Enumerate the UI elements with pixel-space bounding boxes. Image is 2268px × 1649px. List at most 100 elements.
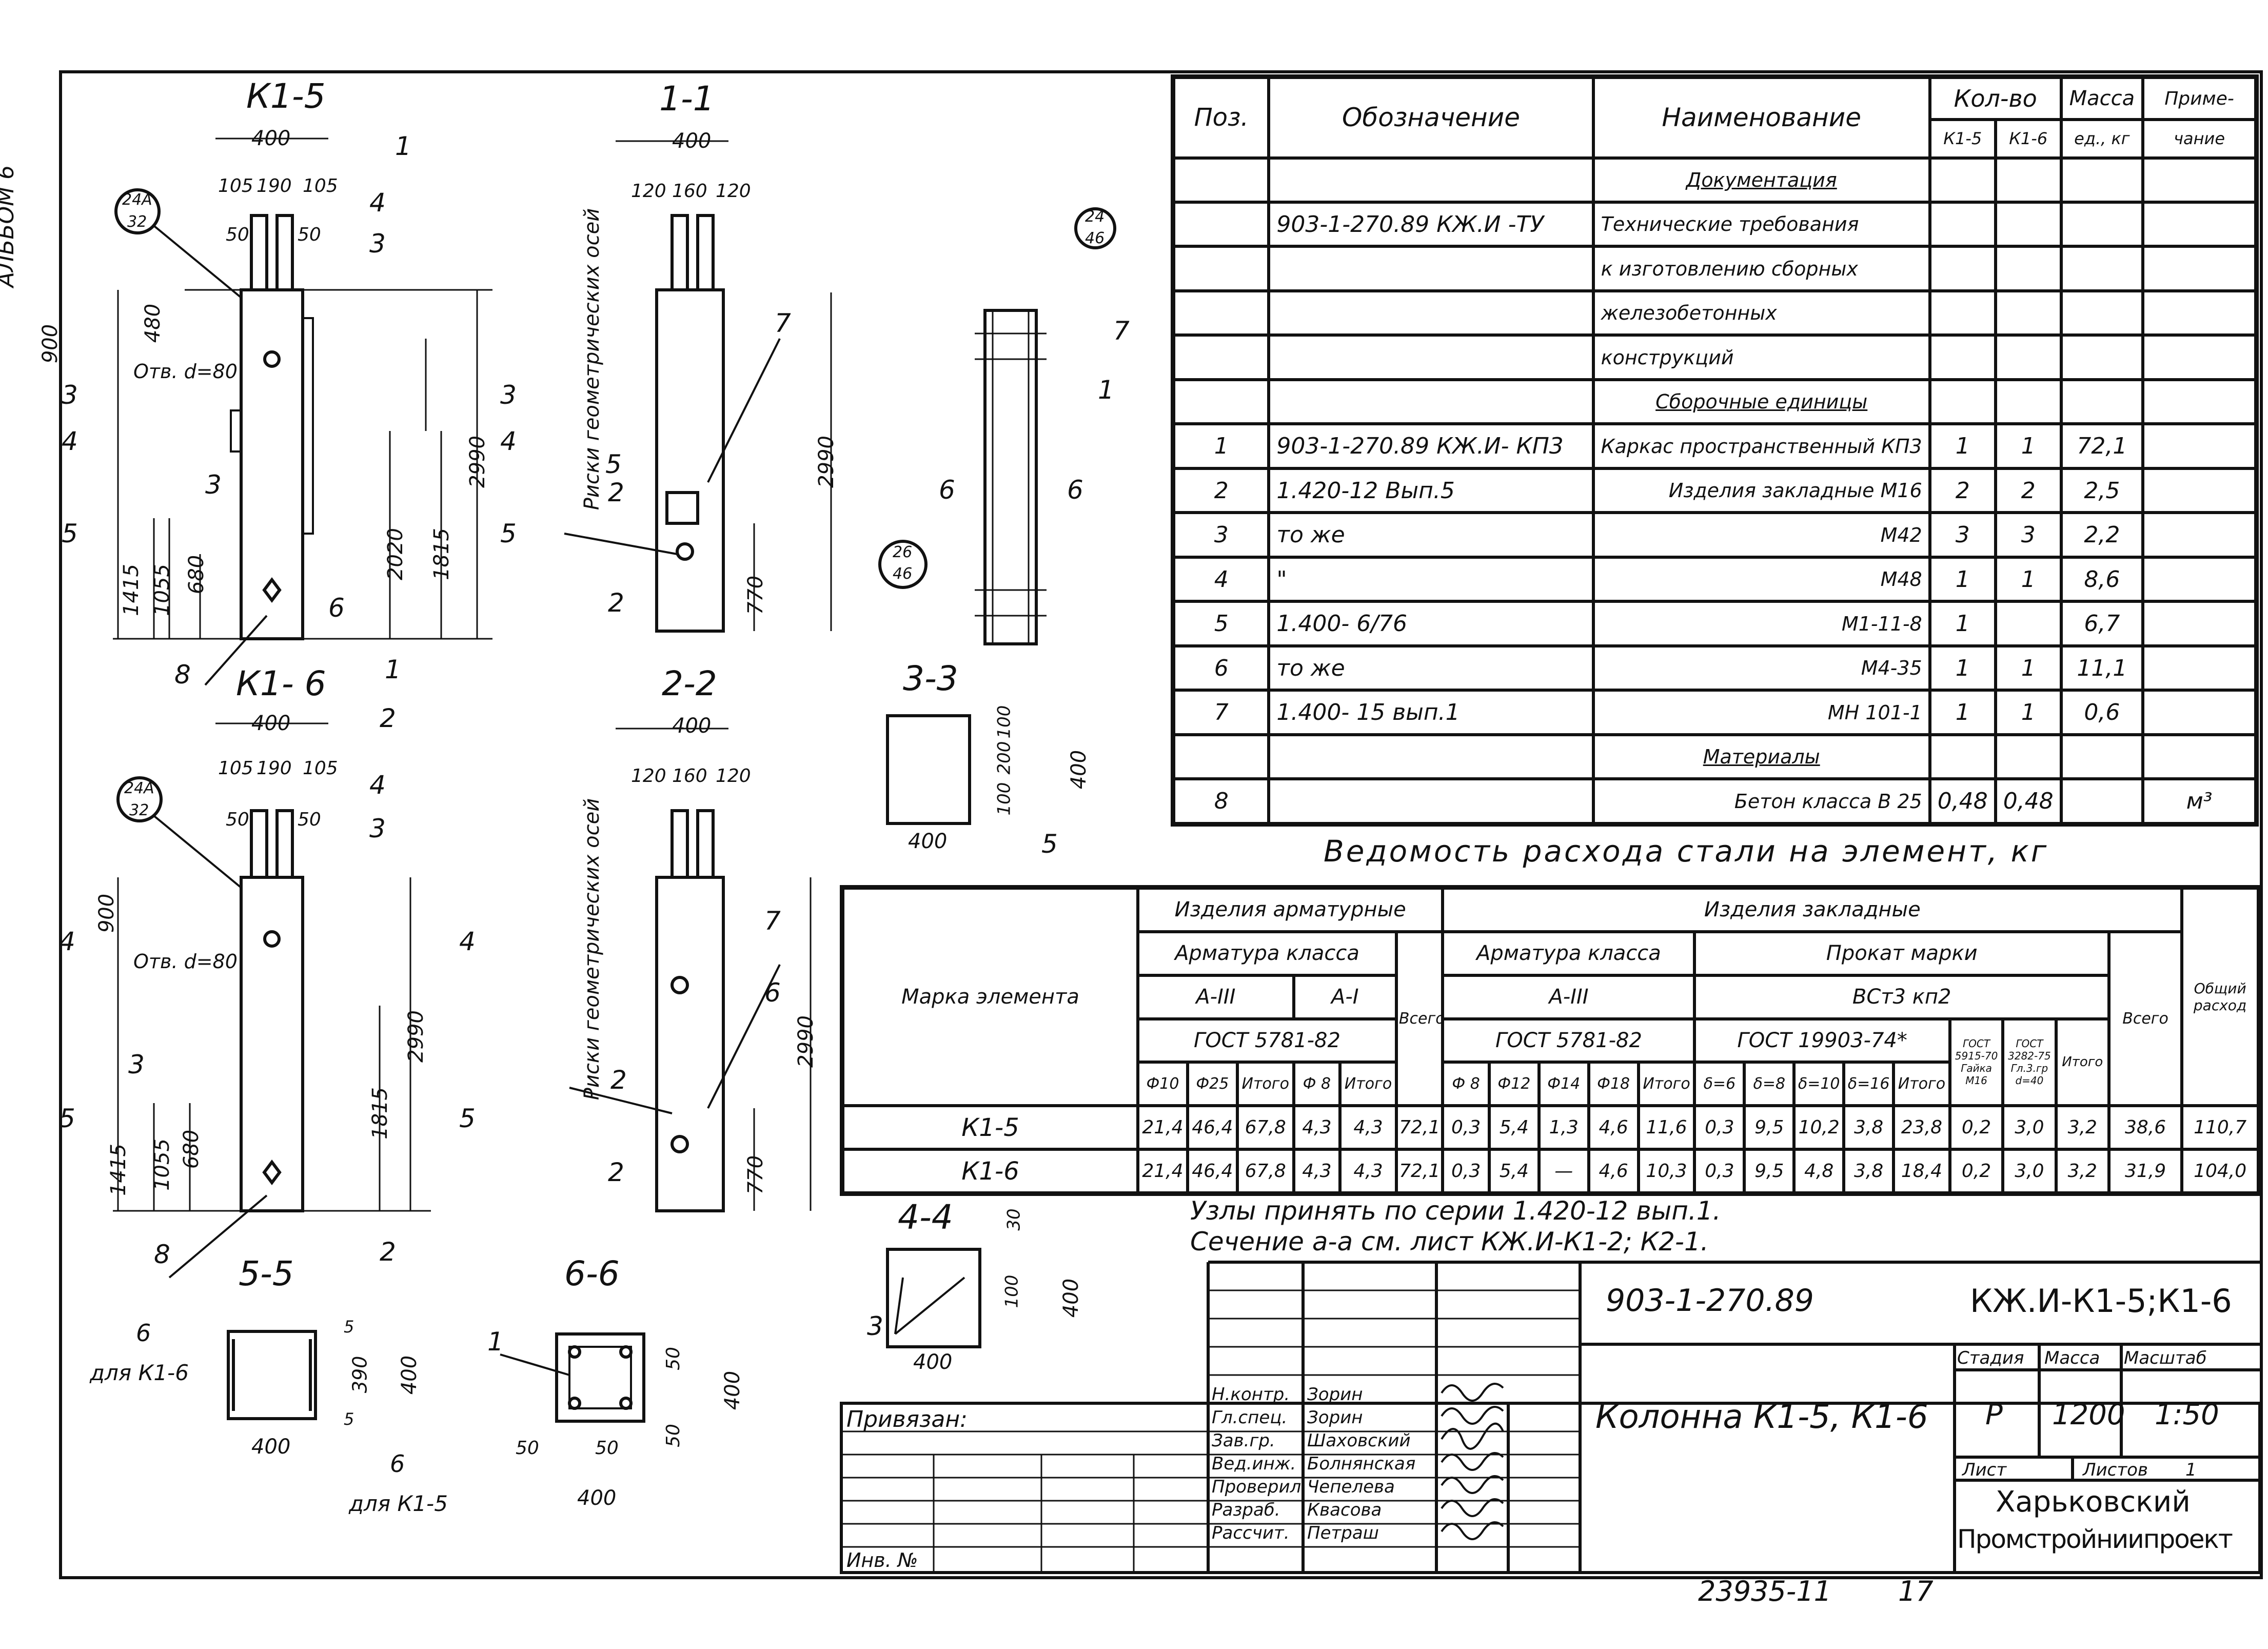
tb-stage-h: Стадия <box>1957 1348 2024 1368</box>
k15-pos-6: 6 <box>328 593 345 623</box>
s22-pos-7: 7 <box>764 906 781 936</box>
steel-h-gost3: ГОСТ 19903-74* <box>1693 1017 1951 1064</box>
spec-cell-des: " <box>1267 555 1595 603</box>
spec-row: Материалы <box>1172 733 2257 781</box>
tb-role: Вед.инж. <box>1212 1454 1296 1474</box>
k15-dim-c: 105 <box>303 175 338 197</box>
s66-dim-b: 50 <box>595 1438 619 1459</box>
spec-cell-a: 2 <box>1928 466 1997 515</box>
spec-cell-pos: 3 <box>1172 511 1271 559</box>
s11-axes-label: Риски геометрических осей <box>580 208 604 511</box>
spec-cell-des <box>1267 289 1595 337</box>
s66-dim-total: 400 <box>721 1370 745 1410</box>
tb-mass: 1200 <box>2052 1398 2125 1431</box>
steel-cell: 0,3 <box>1693 1148 1746 1194</box>
steel-table-frame <box>840 885 2261 1196</box>
steel-col-header: Ф18 <box>1587 1061 1640 1108</box>
s11-dim-width: 400 <box>672 129 712 153</box>
tb-role: Зав.гр. <box>1212 1430 1275 1451</box>
tb-name: Петраш <box>1307 1523 1379 1543</box>
spec-cell-b: 3 <box>1994 511 2063 559</box>
steel-h-arm-class2: Арматура класса <box>1441 930 1697 977</box>
node-callout-k15 <box>114 188 161 234</box>
k15-dim-2990: 2990 <box>465 436 489 488</box>
note-1: Узлы принять по серии 1.420-12 вып.1. <box>1190 1196 1721 1226</box>
k16-dim-a: 105 <box>218 758 253 779</box>
steel-mark: К1-6 <box>841 1148 1139 1194</box>
spec-cell-a: 1 <box>1928 422 1997 470</box>
side-cut-6l: 6 <box>939 475 955 505</box>
k15-elevation <box>113 138 492 640</box>
spec-cell-pos: 1 <box>1172 422 1271 470</box>
steel-col-header: Ф14 <box>1537 1061 1590 1108</box>
sheet-frame <box>59 70 2263 1579</box>
spec-cell-m: 2,5 <box>2059 466 2145 515</box>
tb-project: 903-1-270.89 <box>1606 1283 1814 1319</box>
spec-cell-b: 2 <box>1994 466 2063 515</box>
steel-cell: 3,0 <box>2001 1148 2058 1194</box>
steel-h-arm: Изделия арматурные <box>1136 887 1445 933</box>
s22-pos-2b: 2 <box>608 1157 624 1187</box>
k16-cut-4: 4 <box>59 927 75 956</box>
spec-cell-name: Технические требования <box>1591 200 1931 248</box>
k16-dim-680: 680 <box>180 1129 204 1169</box>
spec-cell-a <box>1928 333 1997 381</box>
steel-cell: 46,4 <box>1186 1104 1239 1151</box>
spec-cell-a: 0,48 <box>1928 777 1997 825</box>
tb-org-2: Промстройниипроект <box>1957 1524 2233 1554</box>
k15-dim-1415: 1415 <box>119 564 143 616</box>
k16-title: К1- 6 <box>236 664 326 703</box>
spec-cell-a: 1 <box>1928 555 1997 603</box>
spec-cell-b: 1 <box>1994 644 2063 692</box>
spec-cell-n <box>2141 422 2257 470</box>
spec-cell-m <box>2059 200 2145 248</box>
steel-col-header: δ=16 <box>1842 1061 1896 1108</box>
spec-cell-n: м³ <box>2141 777 2257 825</box>
steel-cell: 4,3 <box>1338 1148 1398 1194</box>
spec-cell-pos <box>1172 289 1271 337</box>
k15-cut-4r: 4 <box>500 426 517 456</box>
steel-cell: 46,4 <box>1186 1148 1239 1194</box>
tb-role: Гл.спец. <box>1212 1407 1288 1428</box>
steel-table: Марка элемента Изделия арматурные Издели… <box>841 886 2260 1194</box>
spec-cell-des: 903-1-270.89 КЖ.И- КП3 <box>1267 422 1595 470</box>
spec-cell-b <box>1994 245 2063 292</box>
s55-title: 5-5 <box>239 1254 294 1293</box>
steel-col-header: δ=10 <box>1792 1061 1846 1108</box>
spec-cell-n <box>2141 555 2257 603</box>
k15-dim-a: 105 <box>218 175 253 197</box>
steel-h-gost1: ГОСТ 5781-82 <box>1136 1017 1398 1064</box>
spec-cell-m: 2,2 <box>2059 511 2145 559</box>
spec-cell-name: Изделия закладные М16 <box>1591 466 1931 515</box>
s55-outline <box>227 1330 317 1420</box>
s11-dim-c: 120 <box>716 181 751 202</box>
s33-dim-c: 100 <box>994 782 1015 816</box>
k16-dim-width: 400 <box>251 712 291 735</box>
album-label: АЛЬБОМ 6 <box>0 165 19 287</box>
spec-cell-m <box>2059 733 2145 781</box>
k16-dim-1055: 1055 <box>150 1138 174 1191</box>
tb-sheets-h: Листов <box>2083 1460 2148 1480</box>
s66-dim-width: 400 <box>577 1486 617 1510</box>
steel-h-mark: Марка элемента <box>841 886 1139 1108</box>
spec-cell-pos <box>1172 200 1271 248</box>
tb-org-1: Харьковский <box>1996 1485 2191 1519</box>
steel-cell: 38,6 <box>2107 1104 2184 1151</box>
steel-cell: 4,3 <box>1292 1148 1342 1194</box>
spec-frame <box>1171 74 2259 827</box>
spec-cell-b: 0,48 <box>1994 777 2063 825</box>
steel-h-total: Всего <box>1394 930 1445 1108</box>
s22-pos-6: 6 <box>764 978 781 1008</box>
steel-cell: 4,3 <box>1338 1104 1398 1151</box>
steel-cell: 5,4 <box>1487 1148 1541 1194</box>
k15-dim-d: 50 <box>226 224 249 245</box>
k16-cut-5: 5 <box>59 1104 75 1133</box>
spec-row: железобетонных <box>1172 289 2257 337</box>
steel-cell: 0,3 <box>1441 1148 1491 1194</box>
